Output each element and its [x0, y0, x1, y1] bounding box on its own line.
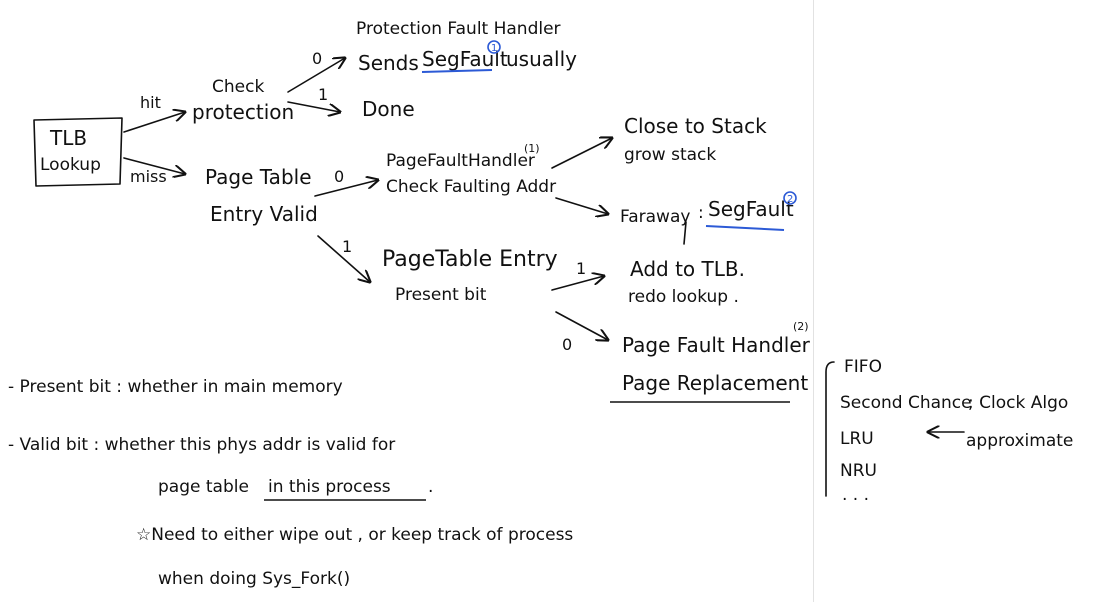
marker-2-label: 2 [787, 194, 793, 205]
valid-0-arrow [314, 180, 378, 197]
algo-more: . . . [842, 485, 869, 505]
present-bit-note: - Present bit : whether in main memory [8, 377, 343, 397]
close-to-stack-label: Close to Stack [624, 114, 767, 138]
page-fault-handler-1-node: PageFaultHandler (1) Check Faulting Addr [386, 142, 556, 197]
page-table-label: Page Table [205, 165, 312, 189]
faraway-label: Faraway [620, 207, 690, 227]
page-fault-handler-2-label: Page Fault Handler [622, 333, 811, 357]
present-1-label: 1 [576, 259, 586, 278]
done-label: Done [362, 97, 415, 121]
tlb-label: TLB [49, 126, 87, 150]
star-note: ☆Need to either wipe out , or keep track… [136, 525, 573, 545]
pagetable-entry-label: PageTable Entry [382, 247, 558, 272]
close-stack-arrow [551, 138, 612, 169]
present-1-arrow [551, 276, 604, 291]
sends-label: Sends [358, 51, 419, 75]
prot-0-arrow [287, 58, 345, 93]
faraway-tick [683, 221, 687, 245]
algo-nru: NRU [840, 461, 877, 481]
check-protection-node: Check protection [192, 77, 294, 124]
add-to-tlb-node: Add to TLB. redo lookup . [628, 257, 745, 307]
tlb-lookup-box [33, 117, 123, 187]
pfh-1-superscript: (1) [524, 142, 540, 155]
marker-2-circle [783, 191, 797, 205]
check-faulting-addr-label: Check Faulting Addr [386, 177, 556, 197]
page-divider [813, 0, 814, 602]
valid-bit-note-process: in this process [268, 477, 391, 497]
present-0-arrow [555, 311, 608, 340]
marker-1-circle [487, 40, 501, 54]
algo-fifo: FIFO [844, 357, 882, 377]
prot-1-arrow [287, 101, 340, 112]
segfault-1-label: SegFault [422, 47, 508, 71]
prot-1-label: 1 [318, 85, 328, 104]
page-fault-handler-1-label: PageFaultHandler [386, 151, 535, 171]
algo-lru: LRU [840, 429, 874, 449]
protection-fault-node: Protection Fault Handler Sends SegFault … [356, 19, 577, 75]
faraway-colon: : [698, 203, 704, 223]
page-table-entry-present-node: PageTable Entry Present bit [382, 247, 558, 305]
valid-bit-note-page-table: page table [158, 477, 249, 497]
algo-second-chance: Second Chance [840, 393, 972, 413]
algorithms-brace [825, 361, 835, 497]
protection-label: protection [192, 100, 294, 124]
faraway-node: Faraway : SegFault 2 [620, 191, 797, 231]
segfault-2-label: SegFault [708, 197, 794, 221]
miss-arrow [123, 157, 185, 174]
protection-fault-handler-label: Protection Fault Handler [356, 19, 561, 39]
segfault-1-underline [421, 69, 493, 73]
lookup-label: Lookup [40, 155, 101, 175]
valid-bit-note-period: . [428, 477, 433, 497]
algo-clock-note: ; Clock Algo [968, 393, 1068, 413]
page-table-entry-valid-node: Page Table Entry Valid [205, 165, 318, 226]
prot-0-label: 0 [312, 49, 322, 68]
present-0-label: 0 [562, 335, 572, 354]
valid-0-label: 0 [334, 167, 344, 186]
star-note-cont: when doing Sys_Fork() [158, 569, 350, 589]
grow-stack-label: grow stack [624, 145, 716, 165]
valid-1-label: 1 [342, 237, 352, 256]
faraway-arrow [555, 197, 608, 214]
hit-arrow [123, 112, 185, 133]
page-replacement-label: Page Replacement [622, 371, 808, 395]
pfh-2-superscript: (2) [793, 320, 809, 333]
approximate-label: approximate [966, 431, 1073, 451]
check-label: Check [212, 77, 264, 97]
add-to-tlb-label: Add to TLB. [630, 257, 745, 281]
valid-bit-note: - Valid bit : whether this phys addr is … [8, 435, 395, 455]
close-to-stack-node: Close to Stack grow stack [624, 114, 767, 165]
segfault-2-underline [705, 225, 785, 231]
redo-lookup-label: redo lookup . [628, 287, 739, 307]
marker-1-label: 1 [491, 43, 497, 54]
usually-label: usually [506, 47, 577, 71]
miss-label: miss [130, 167, 167, 186]
present-bit-label: Present bit [395, 285, 487, 305]
entry-valid-label: Entry Valid [210, 202, 318, 226]
tlb-lookup-node: TLB Lookup [33, 117, 123, 187]
valid-1-arrow [317, 235, 370, 282]
page-fault-handler-2-node: Page Fault Handler (2) Page Replacement [610, 320, 811, 403]
hit-label: hit [140, 93, 161, 112]
